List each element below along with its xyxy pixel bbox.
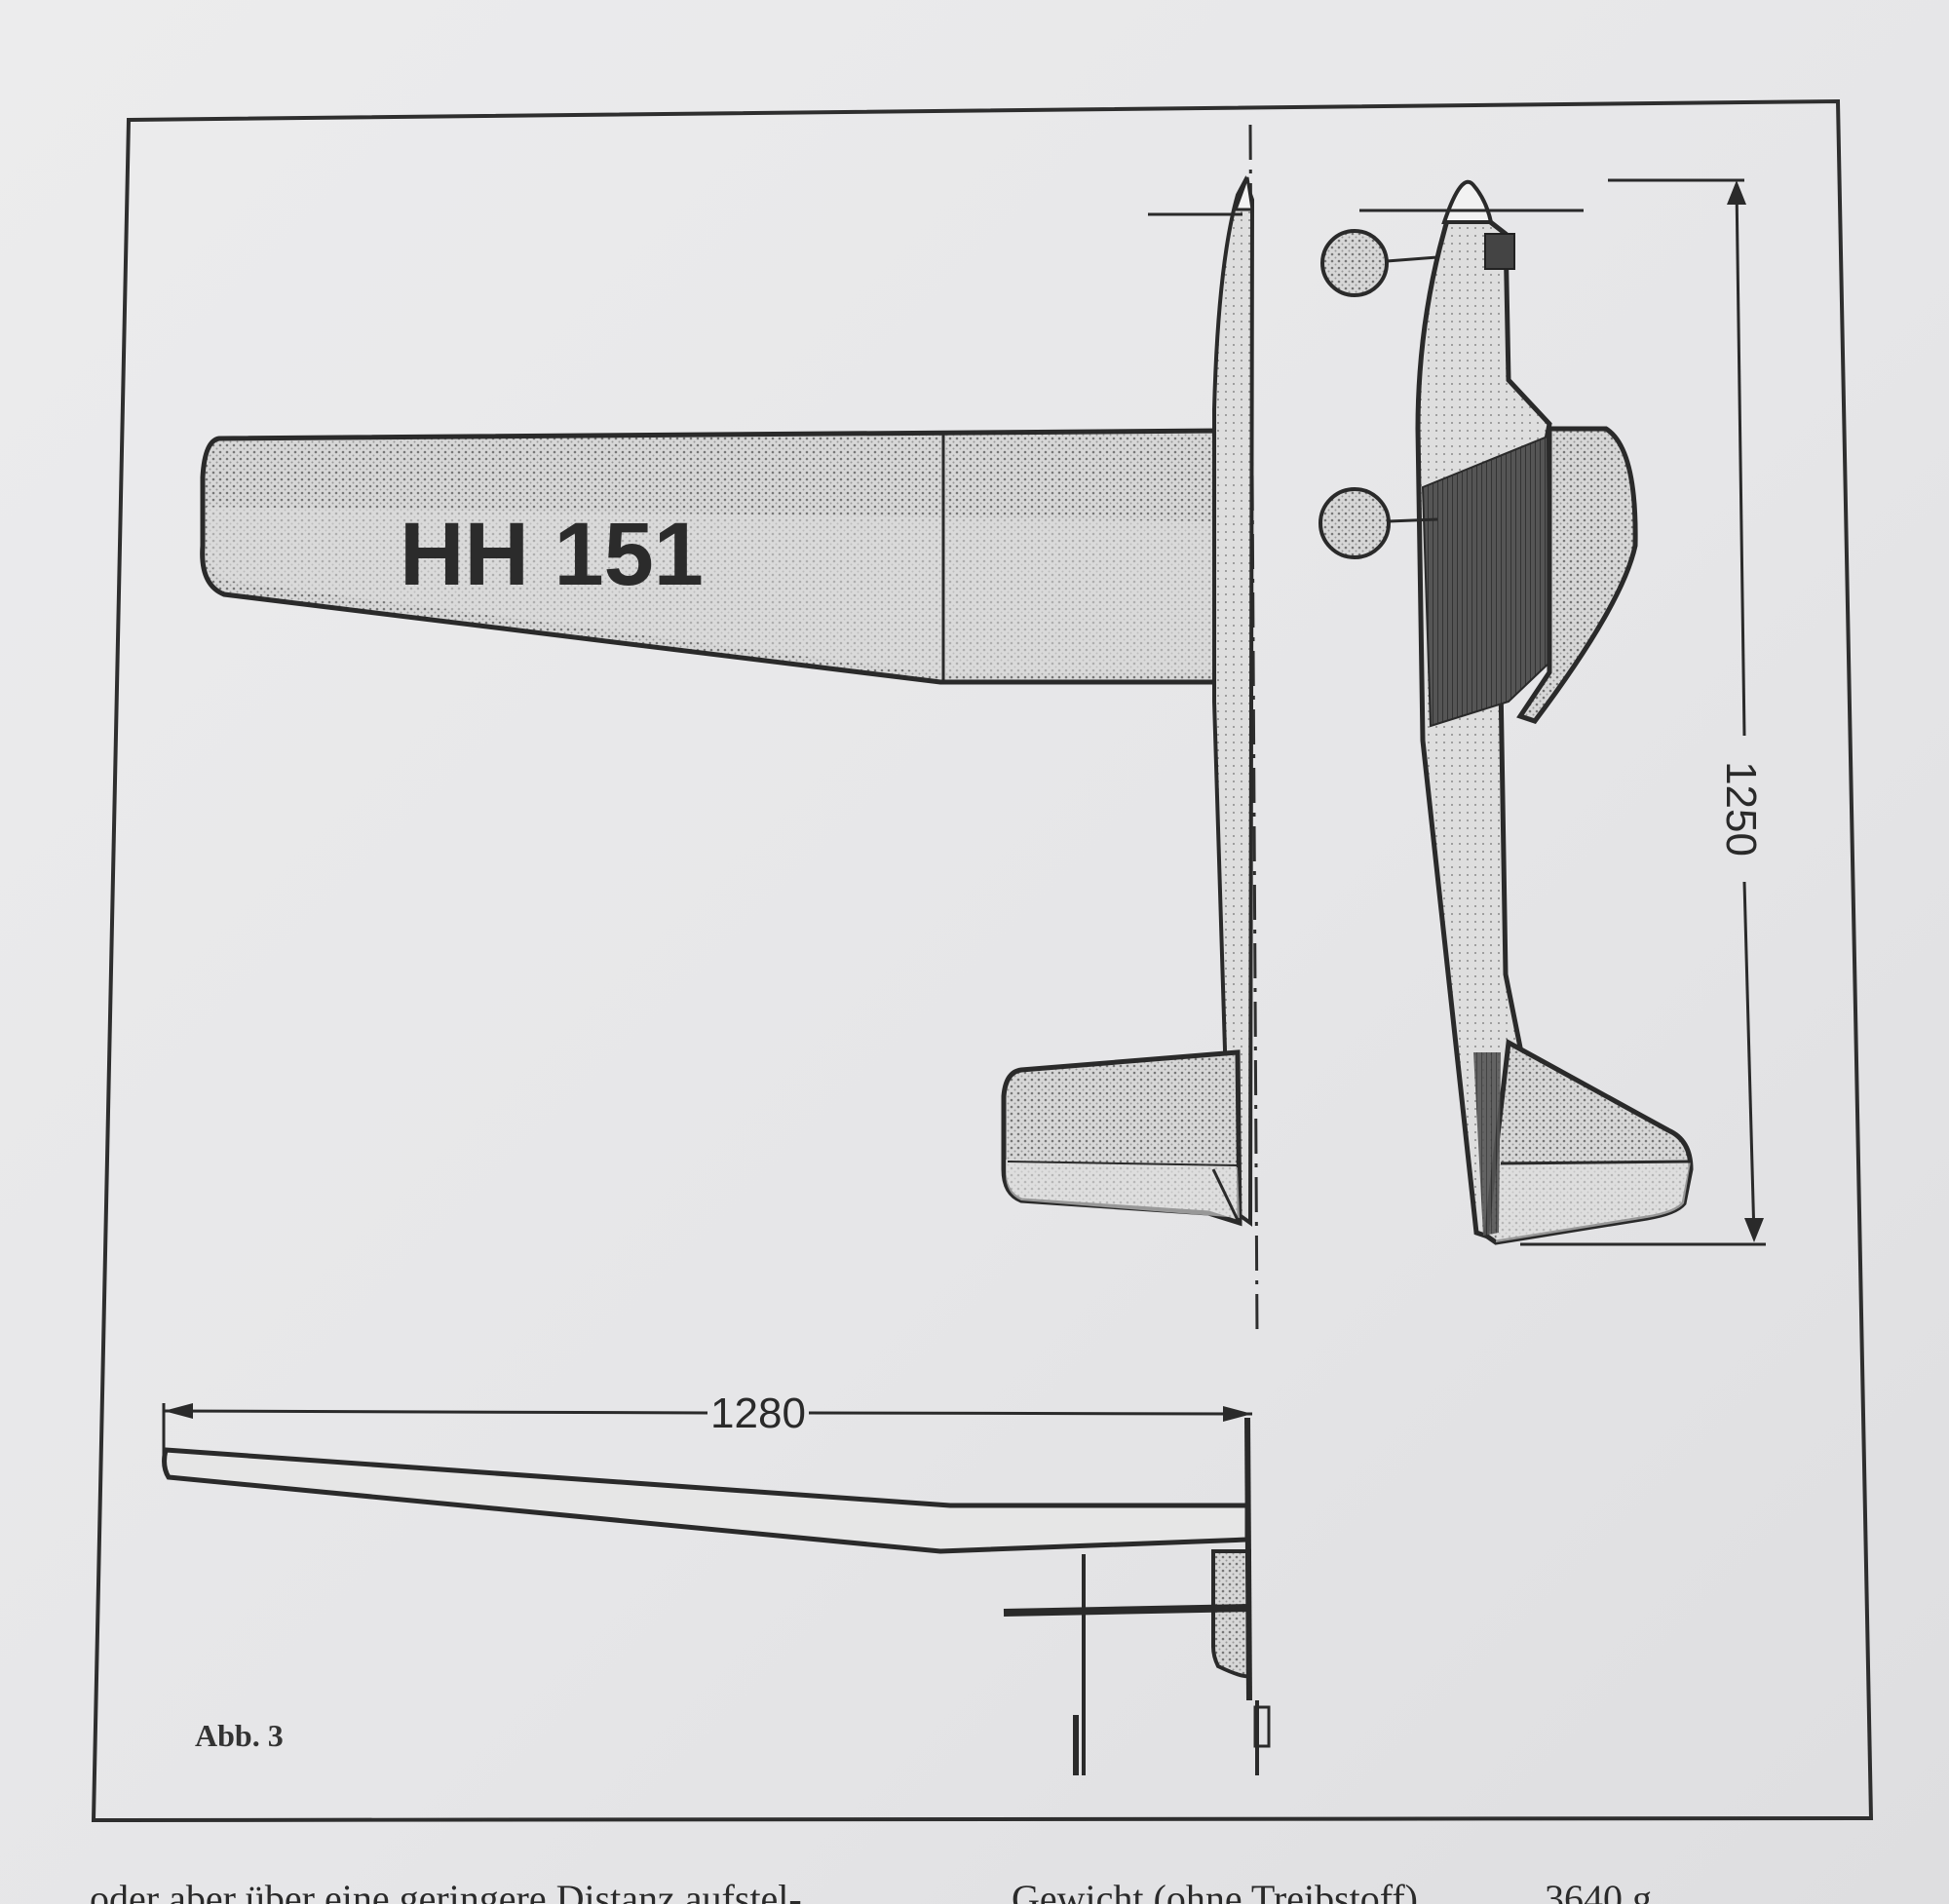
length-dimension: 1250 xyxy=(1520,178,1766,1246)
side-view-hatched-section xyxy=(1421,435,1551,728)
side-view-spinner xyxy=(1441,179,1494,224)
span-dimension: 1280 xyxy=(162,1390,1253,1462)
side-view-wing-section xyxy=(1516,426,1638,724)
figure-frame xyxy=(91,98,1874,1823)
top-view-spinner xyxy=(1233,176,1254,211)
front-view-wing xyxy=(162,1447,1250,1554)
front-view-fuselage xyxy=(1211,1549,1251,1679)
detail-circle-upper xyxy=(1320,229,1389,297)
detail-circle-lower xyxy=(1318,487,1391,559)
top-view-fuselage xyxy=(1212,175,1255,1227)
span-dimension-label: 1280 xyxy=(710,1390,806,1437)
front-view-horizontal-tail xyxy=(1003,1604,1250,1617)
body-text-left: oder aber über eine geringere Distanz au… xyxy=(90,1877,802,1904)
length-dimension-label: 1250 xyxy=(1717,761,1765,857)
figure-caption: Abb. 3 xyxy=(195,1718,284,1753)
front-view-landing-gear xyxy=(1073,1554,1271,1775)
side-view-engine xyxy=(1484,233,1515,270)
registration-marking: HH 151 xyxy=(400,505,704,604)
body-text-right-label: Gewicht (ohne Treibstoff) xyxy=(1012,1877,1418,1904)
body-text-right-value: 3640 g xyxy=(1545,1877,1652,1904)
